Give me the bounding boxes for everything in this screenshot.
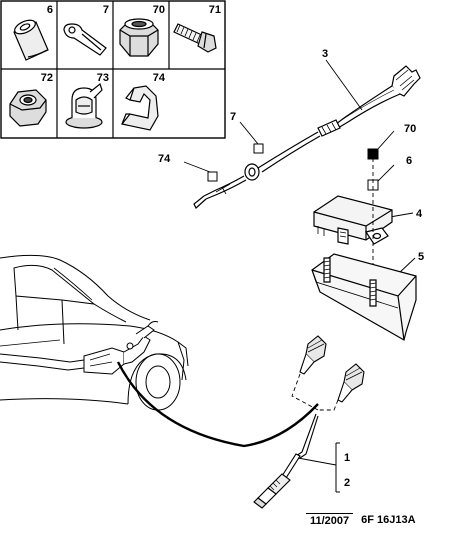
grid-cell-71-number: 71 (209, 4, 221, 16)
spring-clip-icon (120, 85, 159, 131)
revision-date: 11/2007 (306, 513, 354, 527)
callout-6: 6 (406, 155, 412, 167)
leader-lines (183, 59, 416, 275)
callout-bracket-1-2 (297, 442, 340, 493)
connector-left (299, 335, 327, 375)
leader-6 (376, 164, 395, 183)
grid-cell-74-number: 74 (153, 72, 166, 84)
spacer-tube-icon (13, 19, 49, 61)
lock-nut-icon (119, 18, 159, 57)
bolt-icon (173, 23, 217, 53)
diagram-footer: 11/2007 6F 16J13A (306, 512, 416, 528)
sensor-unit (313, 195, 393, 245)
hex-nut-icon (9, 89, 47, 127)
drivetrain-detail (0, 321, 159, 375)
probe-sensor (253, 413, 319, 509)
grid-cell-70-number: 70 (153, 4, 165, 16)
callout-1: 1 (344, 452, 350, 464)
grid-cell-72-number: 72 (41, 72, 53, 84)
plastic-clip-icon (65, 82, 103, 129)
bracket (311, 253, 417, 341)
callout-5: 5 (418, 251, 424, 263)
diagram-code: 6F 16J13A (361, 514, 416, 526)
parts-grid (0, 0, 226, 139)
grid-cell-73-number: 73 (97, 72, 109, 84)
parts-grid-numbers: 6 7 70 71 72 73 74 (41, 4, 221, 84)
callout-3: 3 (322, 48, 328, 60)
callout-7: 7 (230, 111, 236, 123)
callout-4: 4 (416, 208, 423, 220)
speedometer-cable (193, 65, 421, 209)
callout-labels: 3 7 70 6 74 4 5 1 2 (158, 48, 424, 489)
vehicle-outline (0, 254, 189, 411)
ref-box-70-filled (367, 148, 379, 160)
grid-cell-7-number: 7 (103, 4, 109, 16)
callout-70: 70 (404, 123, 416, 135)
callout-74: 74 (158, 153, 171, 165)
leader-7 (239, 121, 259, 145)
ref-box-7 (253, 143, 264, 154)
ref-box-74 (207, 171, 218, 182)
connector-right (337, 363, 365, 403)
reference-boxes (207, 143, 379, 191)
connector-guides (291, 373, 339, 411)
grid-cell-6-number: 6 (47, 4, 53, 16)
leader-74 (183, 161, 211, 173)
leader-3 (325, 59, 363, 111)
callout-2: 2 (344, 477, 350, 489)
routing-sweep-line (116, 361, 319, 448)
cable-clip-icon (63, 23, 107, 56)
leader-70 (376, 130, 395, 151)
